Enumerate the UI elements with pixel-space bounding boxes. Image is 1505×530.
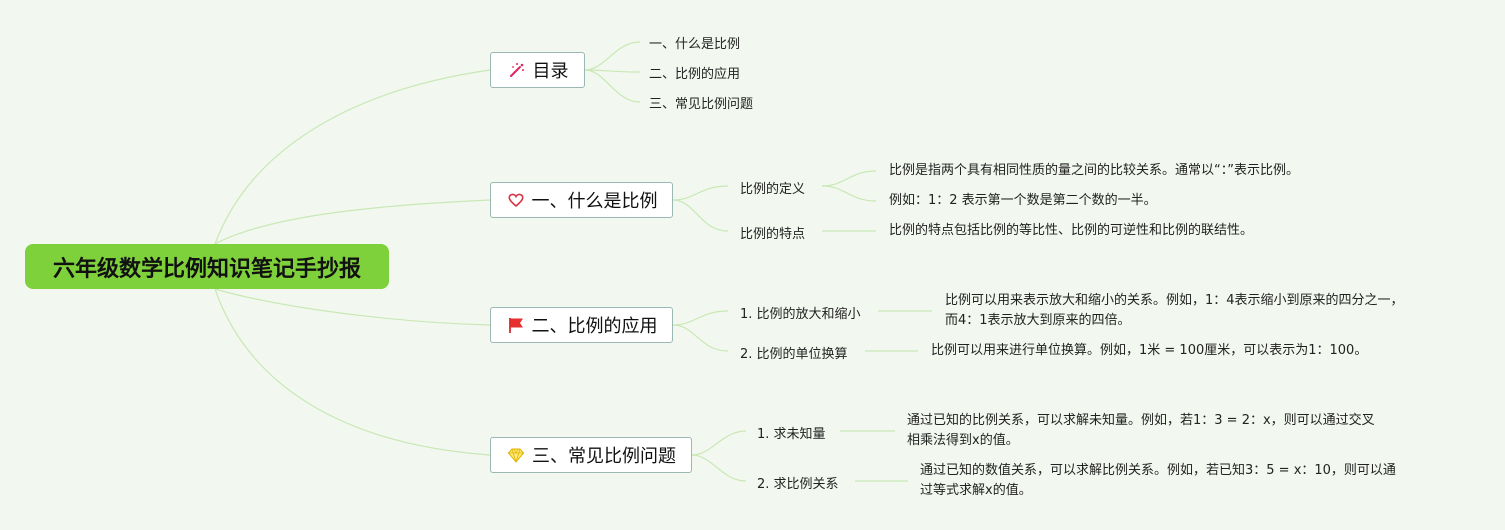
topic-toc[interactable]: 目录: [490, 52, 585, 88]
leaf-unit-conversion[interactable]: 比例可以用来进行单位换算。例如，1米 = 100厘米，可以表示为1：100。: [931, 343, 1368, 358]
heart-icon: [506, 190, 526, 210]
flag-icon: [506, 315, 526, 335]
leaf-definition-2[interactable]: 例如：1：2 表示第一个数是第二个数的一半。: [889, 193, 1157, 208]
sub-ratio-definition[interactable]: 比例的定义: [740, 182, 806, 197]
leaf-find-unknown[interactable]: 通过已知的比例关系，可以求解未知量。例如，若1：3 = 2：x，则可以通过交叉 …: [907, 413, 1375, 448]
root-topic[interactable]: 六年级数学比例知识笔记手抄报: [25, 244, 389, 289]
link-root-topic3: [214, 288, 491, 456]
topic-common-ratio-problems-label: 三、常见比例问题: [532, 446, 676, 467]
toc-item-2[interactable]: 二、比例的应用: [649, 67, 741, 82]
link-t3-sub1: [691, 430, 747, 456]
link-t3-sub2: [691, 454, 747, 482]
link-root-topic2: [214, 288, 491, 326]
leaf-definition-1[interactable]: 比例是指两个具有相同性质的量之间的比较关系。通常以“：”表示比例。: [889, 163, 1299, 178]
topic-toc-label: 目录: [532, 61, 569, 82]
toc-item-3[interactable]: 三、常见比例问题: [649, 97, 754, 112]
root-title: 六年级数学比例知识笔记手抄报: [52, 256, 361, 282]
topic-ratio-applications-label: 二、比例的应用: [531, 316, 658, 337]
sub-find-ratio-relation[interactable]: 2. 求比例关系: [757, 477, 839, 492]
magic-wand-icon: [507, 60, 527, 80]
sub-unit-conversion[interactable]: 2. 比例的单位换算: [740, 347, 848, 362]
topic-ratio-applications[interactable]: 二、比例的应用: [490, 307, 673, 343]
sub-find-unknown[interactable]: 1. 求未知量: [757, 427, 826, 442]
leaf-features-1[interactable]: 比例的特点包括比例的等比性、比例的可逆性和比例的联结性。: [889, 223, 1254, 238]
link-t2-sub1: [672, 310, 729, 326]
link-t1s1-d1: [821, 170, 877, 187]
link-root-topic1: [214, 199, 491, 245]
toc-item-1[interactable]: 一、什么是比例: [649, 37, 741, 52]
link-t1-sub2: [672, 199, 729, 232]
diamond-icon: [506, 445, 526, 465]
link-t1s1-d2: [821, 185, 877, 202]
leaf-find-ratio-relation[interactable]: 通过已知的数值关系，可以求解比例关系。例如，若已知3：5 = x：10，则可以通…: [920, 463, 1396, 498]
sub-ratio-features[interactable]: 比例的特点: [740, 227, 806, 242]
leaf-scale-up-down[interactable]: 比例可以用来表示放大和缩小的关系。例如，1：4表示缩小到原来的四分之一， 而4：…: [945, 293, 1404, 328]
link-root-toc: [214, 69, 491, 245]
topic-what-is-ratio-label: 一、什么是比例: [531, 191, 658, 212]
topic-what-is-ratio[interactable]: 一、什么是比例: [490, 182, 673, 218]
sub-scale-up-down[interactable]: 1. 比例的放大和缩小: [740, 307, 861, 322]
topic-common-ratio-problems[interactable]: 三、常见比例问题: [490, 437, 692, 473]
link-t2-sub2: [672, 324, 729, 352]
link-t1-sub1: [672, 185, 729, 201]
link-toc-item3: [584, 69, 641, 103]
link-toc-item2: [584, 69, 641, 73]
link-toc-item1: [584, 41, 641, 71]
